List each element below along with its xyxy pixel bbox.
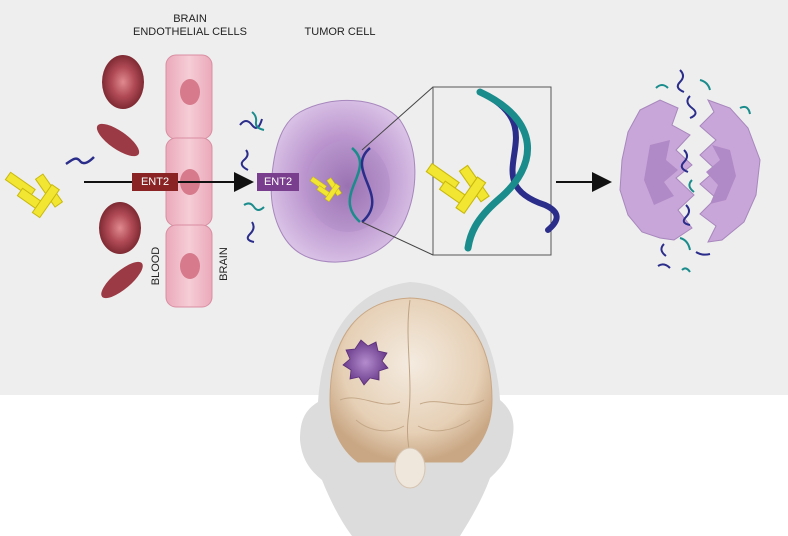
zoom-line-bottom [361, 221, 434, 256]
dna-fragments-left [239, 111, 265, 243]
antibody-icon [4, 156, 95, 219]
dna-large-icon [464, 88, 560, 252]
ent2-endothelial-box [132, 173, 178, 191]
zoom-inset-box [432, 86, 552, 256]
ent2-endothelial-label: ENT2 [140, 176, 170, 188]
tumor-nucleus [306, 140, 390, 232]
endothelial-cells [165, 54, 213, 308]
brain-endothelial-line1: BRAIN [173, 13, 207, 25]
antibody-small-icon [309, 176, 342, 203]
blood-label: BLOOD [150, 246, 162, 286]
dna-fragments-right [655, 69, 751, 273]
zoom-line-top [361, 86, 434, 151]
antibody-large-icon [425, 162, 490, 215]
brain-endothelial-title: BRAIN ENDOTHELIAL CELLS [110, 13, 270, 39]
ent2-tumor-box [257, 173, 299, 191]
dna-small-icon [348, 147, 374, 223]
brain-tumor-spot [342, 339, 389, 386]
brain-icon [329, 297, 493, 463]
red-blood-cells [96, 55, 144, 299]
brain-endothelial-line2: ENDOTHELIAL CELLS [133, 26, 247, 38]
ent2-tumor-label: ENT2 [263, 176, 293, 188]
brain-stem [394, 447, 426, 489]
brain-label: BRAIN [218, 247, 230, 281]
head-illustration [300, 282, 514, 536]
tumor-cell-title: TUMOR CELL [304, 26, 376, 38]
dying-tumor-cell [619, 99, 761, 243]
